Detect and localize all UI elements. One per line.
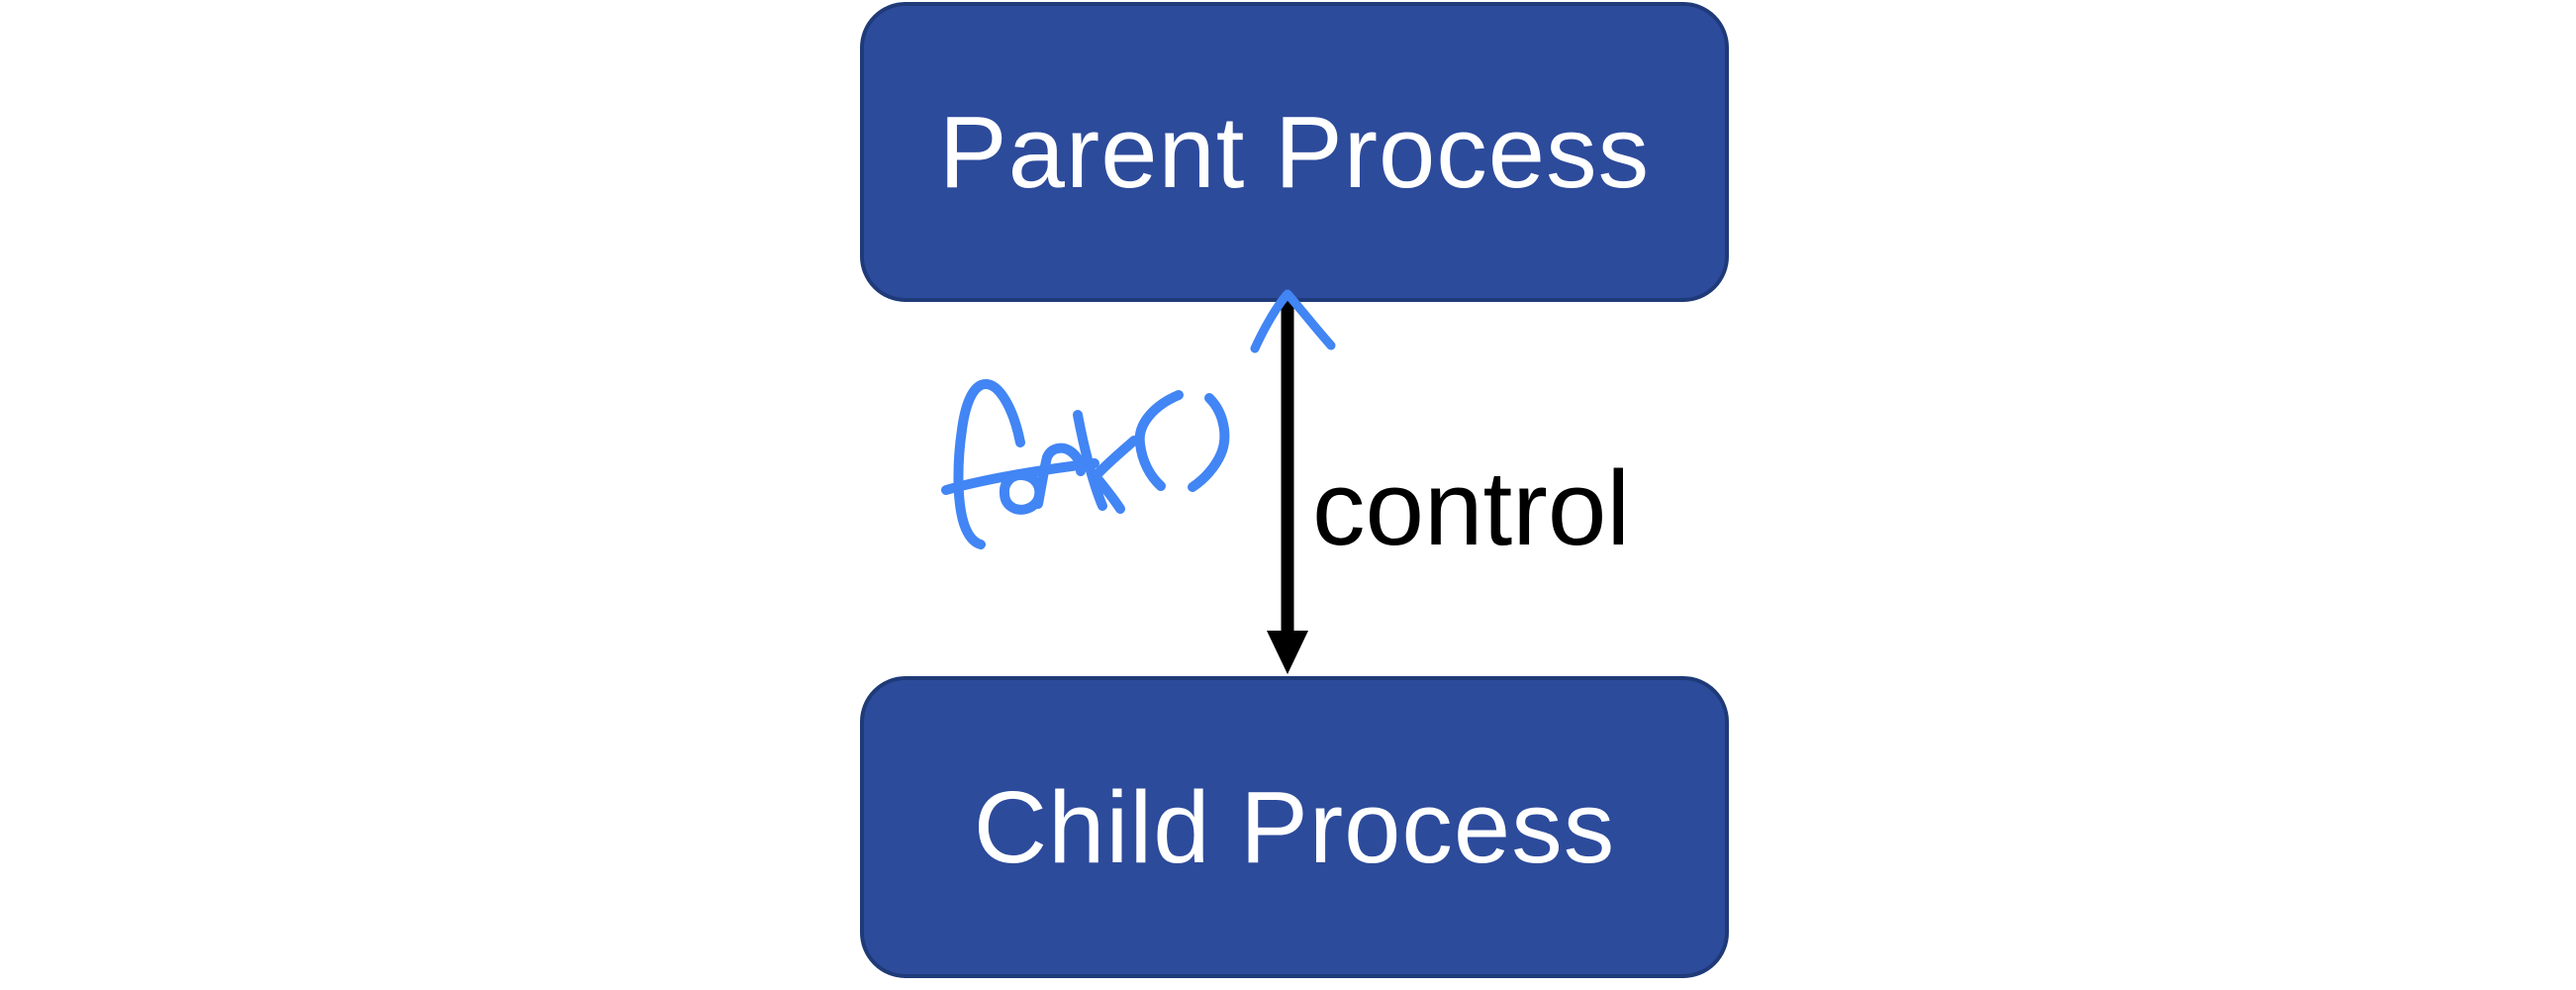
control-edge-label: control — [1312, 448, 1631, 567]
child-process-label: Child Process — [973, 769, 1616, 884]
ink-caret-up-icon — [1250, 289, 1336, 353]
parent-process-label: Parent Process — [938, 94, 1651, 209]
fork-handwriting — [941, 379, 1230, 549]
child-process-node: Child Process — [860, 676, 1729, 978]
control-arrowhead-icon — [1267, 631, 1308, 674]
parent-process-node: Parent Process — [860, 2, 1729, 302]
fork-annotation-text: fork() — [0, 0, 1, 1]
